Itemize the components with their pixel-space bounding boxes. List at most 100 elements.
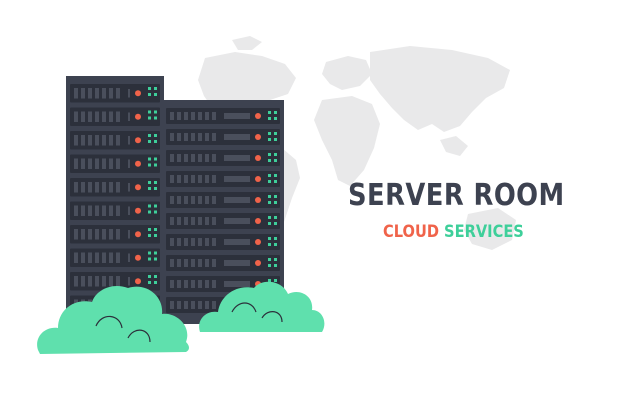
status-led-green [274, 132, 277, 135]
status-led-red [255, 260, 261, 266]
status-led-green [268, 279, 271, 282]
status-led-green [148, 257, 151, 261]
status-led-green [148, 93, 151, 96]
status-led-red [135, 160, 141, 167]
server-unit [70, 84, 160, 103]
status-led-green [268, 258, 271, 261]
status-led-green [268, 243, 271, 246]
status-led-green [148, 157, 151, 161]
status-led-green [148, 228, 151, 231]
status-led-green [268, 237, 271, 240]
status-led-green [274, 180, 277, 183]
status-led-green [148, 140, 151, 143]
server-unit [70, 154, 160, 173]
status-led-green [154, 116, 157, 120]
page-subtitle: CLOUD SERVICES [383, 222, 626, 242]
server-unit [70, 107, 160, 126]
cloud-icon [37, 285, 190, 354]
server-unit [166, 213, 280, 229]
status-led-green [148, 134, 151, 137]
status-led-green [148, 187, 151, 190]
status-led-green [154, 157, 157, 161]
status-led-green [154, 275, 157, 278]
server-unit [166, 129, 280, 145]
status-led-green [274, 153, 277, 156]
status-led-green [148, 210, 151, 214]
status-led-red [255, 134, 261, 140]
server-unit [166, 255, 280, 271]
status-led-green [154, 210, 157, 214]
status-led-green [148, 281, 151, 284]
status-led-red [255, 155, 261, 161]
status-led-green [268, 264, 271, 267]
status-led-green [274, 237, 277, 240]
status-led-red [135, 254, 141, 261]
status-led-green [154, 187, 157, 190]
status-led-green [274, 195, 277, 198]
status-led-green [148, 163, 151, 167]
status-led-green [154, 140, 157, 143]
status-led-green [154, 234, 157, 237]
status-led-green [154, 228, 157, 231]
status-led-red [135, 278, 141, 285]
status-led-red [135, 113, 141, 120]
status-led-green [268, 111, 271, 114]
server-rack-icon [162, 100, 284, 324]
status-led-green [148, 181, 151, 184]
status-led-green [268, 138, 271, 141]
status-led-green [148, 234, 151, 237]
status-led-green [154, 87, 157, 90]
status-led-green [268, 174, 271, 177]
status-led-red [255, 176, 261, 182]
status-led-green [274, 201, 277, 204]
status-led-green [148, 251, 151, 255]
status-led-green [148, 87, 151, 90]
server-unit [166, 234, 280, 250]
status-led-green [154, 110, 157, 114]
status-led-green [154, 281, 157, 284]
status-led-green [148, 116, 151, 120]
status-led-red [255, 113, 261, 119]
status-led-green [154, 257, 157, 261]
status-led-green [148, 204, 151, 208]
status-led-green [274, 111, 277, 114]
status-led-red [255, 239, 261, 245]
status-led-green [268, 180, 271, 183]
status-led-red [135, 184, 141, 191]
status-led-green [268, 159, 271, 162]
status-led-green [148, 275, 151, 278]
status-led-green [268, 153, 271, 156]
status-led-green [274, 243, 277, 246]
server-unit [70, 272, 160, 291]
status-led-green [274, 138, 277, 141]
server-unit [166, 108, 280, 124]
status-led-green [274, 264, 277, 267]
server-unit [70, 225, 160, 244]
status-led-green [154, 181, 157, 184]
status-led-green [154, 134, 157, 137]
server-unit [166, 192, 280, 208]
status-led-green [274, 159, 277, 162]
status-led-green [274, 258, 277, 261]
status-led-green [154, 93, 157, 96]
server-unit [70, 201, 160, 220]
status-led-green [268, 222, 271, 225]
subtitle-cloud: CLOUD [383, 222, 439, 242]
status-led-green [268, 195, 271, 198]
server-unit [70, 178, 160, 197]
status-led-green [274, 216, 277, 219]
server-unit [70, 131, 160, 150]
subtitle-services: SERVICES [444, 222, 524, 242]
status-led-red [135, 207, 141, 214]
status-led-green [274, 174, 277, 177]
server-unit [166, 171, 280, 187]
status-led-red [135, 90, 141, 97]
status-led-green [154, 204, 157, 208]
server-unit [166, 150, 280, 166]
server-rack-icon [66, 76, 164, 349]
status-led-red [255, 218, 261, 224]
status-led-green [268, 132, 271, 135]
status-led-green [268, 216, 271, 219]
status-led-red [135, 137, 141, 144]
